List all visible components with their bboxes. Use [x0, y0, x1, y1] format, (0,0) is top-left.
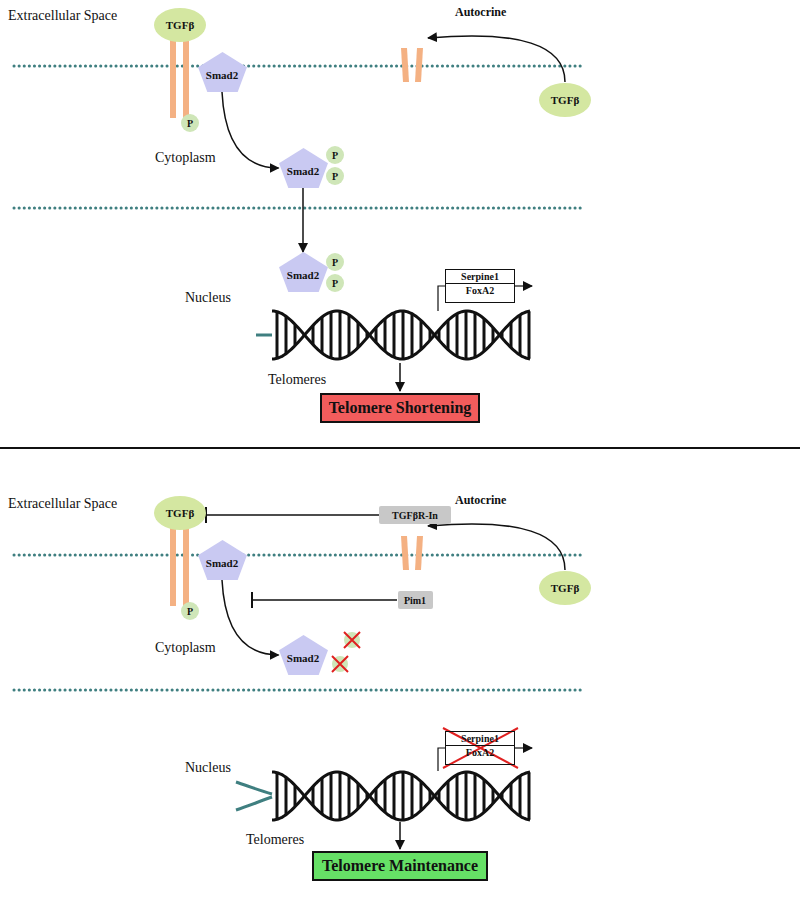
phosphate-circle: P	[181, 602, 199, 620]
region-label: Cytoplasm	[155, 640, 216, 655]
ligand-ellipse: TGFβ	[539, 83, 591, 117]
node-label: TGFβ	[551, 94, 579, 106]
gene-name: FoxA2	[446, 746, 514, 759]
protein-pentagon: Smad2	[198, 52, 247, 92]
inhibition-connector	[206, 514, 379, 516]
outcome-box: Telomere Shortening	[320, 393, 480, 423]
ligand-ellipse: TGFβ	[154, 496, 206, 530]
node-label: Smad2	[287, 652, 319, 664]
telomere-end	[256, 334, 272, 337]
node-label: P	[187, 606, 193, 617]
region-label: Telomeres	[268, 372, 326, 387]
region-label: Telomeres	[246, 832, 304, 847]
phosphate-circle: P	[181, 114, 199, 132]
removed-phosphate	[332, 632, 360, 672]
gene-box: Serpine1FoxA2	[445, 731, 515, 765]
protein-pentagon: Smad2	[279, 148, 328, 188]
dna-helix	[272, 772, 530, 820]
region-label: Extracellular Space	[8, 8, 117, 23]
autocrine-arrow	[428, 36, 565, 570]
phosphate-circle: P	[326, 253, 344, 271]
gene-name: Serpine1	[446, 732, 514, 746]
phosphate-circle: P	[326, 274, 344, 292]
node-label: Smad2	[287, 165, 319, 177]
gene-name: FoxA2	[446, 284, 514, 297]
node-label: TGFβ	[166, 19, 194, 31]
node-label: Smad2	[206, 557, 238, 569]
inhibition-line	[252, 599, 397, 601]
node-label: TGFβR-In	[392, 510, 438, 521]
phosphate-circle: P	[326, 167, 344, 185]
telomere-end	[236, 782, 272, 810]
inhibitor-box: Pim1	[398, 591, 433, 609]
region-label: Nucleus	[185, 290, 231, 305]
node-label: P	[187, 118, 193, 129]
phosphate-circle: P	[326, 146, 344, 164]
region-label: Extracellular Space	[8, 496, 117, 511]
node-label: Pim1	[404, 595, 426, 606]
node-label: TGFβ	[551, 582, 579, 594]
protein-pentagon: Smad2	[279, 252, 328, 292]
node-label: TGFβ	[166, 507, 194, 519]
protein-pentagon: Smad2	[279, 635, 328, 675]
arrow-connector	[222, 92, 279, 168]
node-label: P	[332, 150, 338, 161]
arrow-connector	[222, 580, 279, 655]
node-label: Telomere Shortening	[329, 399, 472, 417]
promoter-arrow	[438, 286, 532, 771]
arrow-connector	[302, 188, 304, 252]
node-label: P	[332, 278, 338, 289]
inhibitor-box: TGFβR-In	[379, 506, 451, 524]
ligand-ellipse: TGFβ	[539, 571, 591, 605]
arrow-label: Autocrine	[455, 494, 506, 507]
node-label: P	[332, 171, 338, 182]
gene-block-cross	[443, 728, 518, 768]
dna-helix	[272, 311, 530, 359]
gene-name: Serpine1	[446, 270, 514, 284]
outcome-box: Telomere Maintenance	[312, 851, 488, 881]
node-label: Telomere Maintenance	[322, 857, 478, 875]
node-label: Smad2	[287, 269, 319, 281]
ligand-ellipse: TGFβ	[154, 8, 206, 42]
arrow-label: Autocrine	[455, 6, 506, 19]
protein-pentagon: Smad2	[198, 540, 247, 580]
node-label: Smad2	[206, 69, 238, 81]
region-label: Cytoplasm	[155, 150, 216, 165]
node-label: P	[332, 257, 338, 268]
gene-box: Serpine1FoxA2	[445, 269, 515, 303]
region-label: Nucleus	[185, 760, 231, 775]
panel-separator	[0, 447, 800, 449]
membrane	[14, 66, 585, 690]
